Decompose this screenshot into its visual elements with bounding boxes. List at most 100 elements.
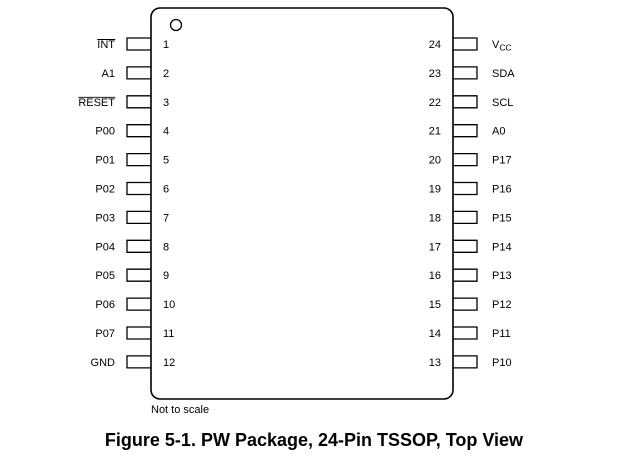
pin-label: P16 xyxy=(492,184,512,196)
pin-number: 3 xyxy=(163,97,169,109)
pin-label: P17 xyxy=(492,155,512,167)
pin-2: 2 A1 xyxy=(102,66,169,80)
pin-pad xyxy=(126,268,151,282)
pin-pad xyxy=(126,66,151,80)
pin-3: 3 RESET xyxy=(78,95,169,109)
pin-pad xyxy=(453,239,478,253)
pin-number: 20 xyxy=(429,155,441,167)
pin-number: 10 xyxy=(163,299,175,311)
pin-7: 7 P03 xyxy=(95,210,169,225)
pin-number: 14 xyxy=(429,328,441,340)
pin-label: P00 xyxy=(95,126,115,138)
pin-number: 7 xyxy=(163,212,169,224)
pin-label: P07 xyxy=(95,328,115,340)
pin-20: 20 P17 xyxy=(429,152,512,167)
pin-13: 13 P10 xyxy=(429,355,512,369)
pin-label: P12 xyxy=(492,299,512,311)
pin-number: 11 xyxy=(163,328,174,340)
pin-pad xyxy=(453,297,478,311)
pin-5: 5 P01 xyxy=(95,152,169,167)
pin-label: P01 xyxy=(95,155,115,167)
pinout-svg: 1INT2A13RESET4P005P016P027P038P049P0510P… xyxy=(78,7,515,416)
pin-9: 9 P05 xyxy=(95,268,169,282)
pin-number: 21 xyxy=(429,126,441,138)
pin-pad xyxy=(453,124,478,138)
pin-19: 19 P16 xyxy=(429,181,512,196)
pin-number: 1 xyxy=(163,39,169,51)
pin-number: 8 xyxy=(163,241,169,253)
pin-number: 18 xyxy=(429,212,441,224)
pin-pad xyxy=(126,355,151,369)
pin-number: 15 xyxy=(429,299,441,311)
pin-number: 12 xyxy=(163,357,175,369)
pin-label: SDA xyxy=(492,68,515,80)
pin-pad xyxy=(453,66,478,80)
pin-22: 22 SCL xyxy=(429,95,513,109)
pin1-marker-dot xyxy=(169,18,183,32)
pin-label: P13 xyxy=(492,270,512,282)
pin-24: 24 VCC xyxy=(429,37,512,53)
pin-label: INT xyxy=(97,39,115,51)
pin-number: 23 xyxy=(429,68,441,80)
pin-8: 8 P04 xyxy=(95,239,169,253)
pin-12: 12 GND xyxy=(91,355,175,369)
pin-pad xyxy=(453,181,478,196)
pin-pad xyxy=(126,37,151,51)
pin-pad xyxy=(126,239,151,253)
pin-4: 4 P00 xyxy=(95,124,169,138)
pin-label: VCC xyxy=(492,39,512,53)
pin-21: 21 A0 xyxy=(429,124,505,138)
pin-number: 17 xyxy=(429,241,441,253)
pin-number: 13 xyxy=(429,357,441,369)
pin-number: 22 xyxy=(429,97,441,109)
pin-label: P02 xyxy=(95,184,115,196)
not-to-scale-note: Not to scale xyxy=(151,404,209,416)
pin-17: 17 P14 xyxy=(429,239,512,253)
pin-pad xyxy=(126,210,151,225)
left-pin-group: 1INT2A13RESET4P005P016P027P038P049P0510P… xyxy=(78,37,175,369)
pin-pad xyxy=(126,297,151,311)
pin-number: 4 xyxy=(163,126,169,138)
pin-1: 1 INT xyxy=(97,37,169,51)
pin-15: 15 P12 xyxy=(429,297,512,311)
pin-pad xyxy=(453,326,478,340)
pin-pad xyxy=(453,152,478,167)
pin-pad xyxy=(126,326,151,340)
pin-label: P14 xyxy=(492,241,512,253)
chip-body xyxy=(150,7,454,400)
pin-11: 11 P07 xyxy=(95,326,174,340)
pin-number: 9 xyxy=(163,270,169,282)
pin-23: 23 SDA xyxy=(429,66,515,80)
pin-number: 16 xyxy=(429,270,441,282)
pin-pad xyxy=(453,210,478,225)
pin-label: A0 xyxy=(492,126,505,138)
pin-10: 10 P06 xyxy=(95,297,175,311)
pin-label: A1 xyxy=(102,68,115,80)
pin-label: P06 xyxy=(95,299,115,311)
pin-label: SCL xyxy=(492,97,513,109)
pin-number: 19 xyxy=(429,184,441,196)
pin-number: 24 xyxy=(429,39,441,51)
pin-pad xyxy=(126,181,151,196)
pin-14: 14 P11 xyxy=(429,326,511,340)
pin-label: GND xyxy=(91,357,116,369)
pin-pad xyxy=(453,268,478,282)
pin-pad xyxy=(453,95,478,109)
pin-label: P04 xyxy=(95,241,115,253)
pin-pad xyxy=(126,124,151,138)
pin-16: 16 P13 xyxy=(429,268,512,282)
pin-label: RESET xyxy=(78,97,115,109)
pin-pad xyxy=(453,355,478,369)
pin-label: P05 xyxy=(95,270,115,282)
pin-label: P10 xyxy=(492,357,512,369)
pin-number: 6 xyxy=(163,184,169,196)
figure-caption: Figure 5-1. PW Package, 24-Pin TSSOP, To… xyxy=(104,430,524,450)
pin-6: 6 P02 xyxy=(95,181,169,196)
pin-number: 2 xyxy=(163,68,169,80)
pin-label: P11 xyxy=(492,328,511,340)
pin-label: P03 xyxy=(95,212,115,224)
pin-number: 5 xyxy=(163,155,169,167)
